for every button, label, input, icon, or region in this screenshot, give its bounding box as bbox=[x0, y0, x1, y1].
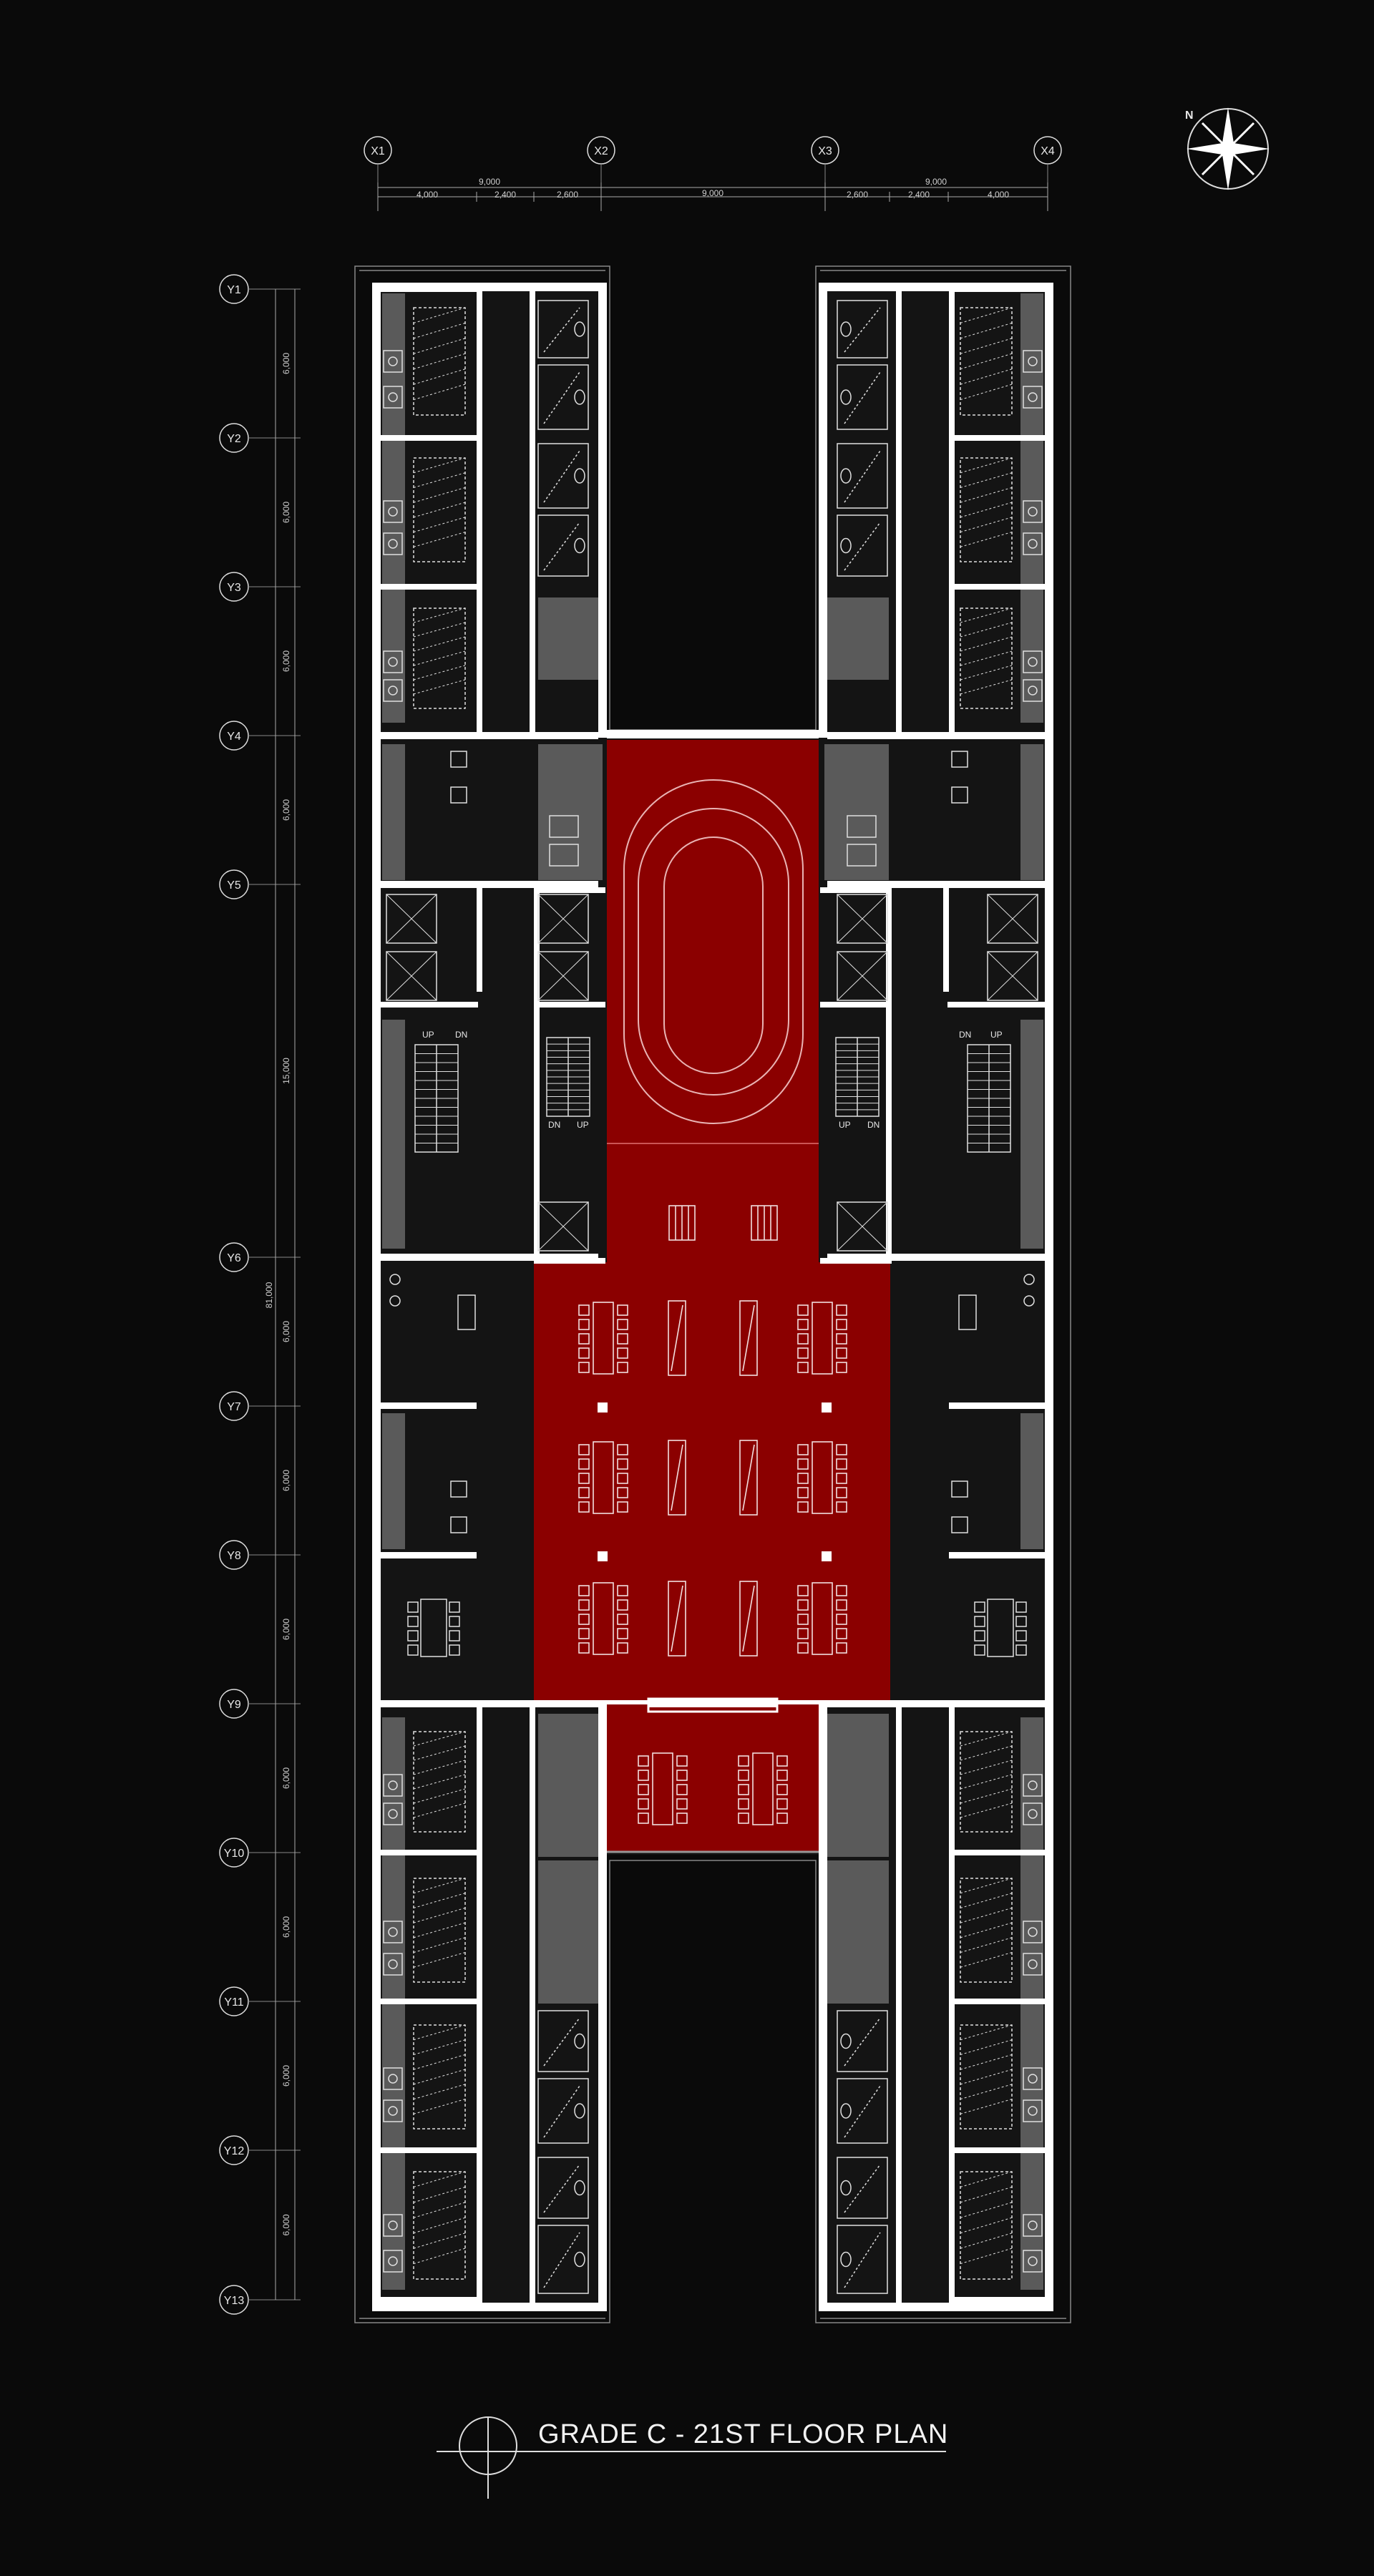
grid-bubble-y5: Y5 bbox=[219, 869, 301, 899]
lower-dining-zone bbox=[607, 1700, 819, 1852]
left-dimension-chain bbox=[275, 289, 296, 2300]
grid-label: Y3 bbox=[227, 582, 241, 594]
running-track bbox=[623, 779, 804, 1124]
dim-left-span: 6,000 bbox=[281, 1916, 291, 1938]
grid-label: Y6 bbox=[227, 1252, 241, 1264]
grid-label: Y11 bbox=[224, 1996, 243, 2009]
grid-bubble-y13: Y13 bbox=[219, 2285, 301, 2315]
stair-labels: UP DN DN UP UP DN DN UP bbox=[422, 1030, 1003, 1130]
lobby-zone bbox=[607, 1143, 819, 1262]
grid-label: X1 bbox=[371, 145, 385, 157]
grid-bubble-y4: Y4 bbox=[219, 721, 301, 751]
north-label: N bbox=[1185, 109, 1194, 122]
dim-left-span: 6,000 bbox=[281, 1619, 291, 1640]
grid-bubble-y12: Y12 bbox=[219, 2135, 301, 2165]
grid-label: Y12 bbox=[224, 2145, 245, 2157]
dim-left-span: 6,000 bbox=[281, 1321, 291, 1342]
stair-dn-label-core-left: DN bbox=[548, 1120, 560, 1130]
stair-up-label-core-left: UP bbox=[577, 1120, 589, 1130]
dim-top-sub-left-2: 2,400 bbox=[494, 190, 516, 200]
grid-axis-x: X1 X2 X3 X4 bbox=[364, 136, 1062, 211]
grid-label: Y9 bbox=[227, 1699, 241, 1711]
dim-left-span: 6,000 bbox=[281, 502, 291, 523]
dim-left-span: 6,000 bbox=[281, 799, 291, 821]
dining-furniture bbox=[578, 1205, 847, 1825]
grid-bubble-y7: Y7 bbox=[219, 1391, 301, 1421]
dim-top-sub-right-2: 2,400 bbox=[908, 190, 930, 200]
stair-up-label-right: UP bbox=[990, 1030, 1003, 1040]
room-fixtures bbox=[383, 300, 1043, 2294]
dim-left-span: 6,000 bbox=[281, 1470, 291, 1491]
stair-dn-label-core-right: DN bbox=[867, 1120, 880, 1130]
dim-top-overall-2: 9,000 bbox=[702, 188, 723, 198]
dim-left-span: 6,000 bbox=[281, 650, 291, 672]
stair-dn-label-right: DN bbox=[959, 1030, 971, 1040]
grid-bubble-x2: X2 bbox=[587, 136, 615, 211]
dim-top-sub-left-3: 2,600 bbox=[557, 190, 578, 200]
north-compass: N bbox=[1185, 107, 1270, 190]
dim-top-sub-left-1: 4,000 bbox=[416, 190, 438, 200]
dim-left-total: 81,000 bbox=[264, 1282, 274, 1308]
top-dimension-chain bbox=[377, 182, 1048, 211]
walls bbox=[372, 283, 1053, 2311]
dim-left-span: 6,000 bbox=[281, 2065, 291, 2087]
grid-label: Y8 bbox=[227, 1550, 241, 1562]
grid-label: Y13 bbox=[224, 2295, 245, 2307]
grid-bubble-y10: Y10 bbox=[219, 1838, 301, 1868]
stair-dn-label-left: DN bbox=[455, 1030, 467, 1040]
grid-label: Y7 bbox=[227, 1401, 241, 1413]
grid-bubble-y9: Y9 bbox=[219, 1689, 301, 1719]
grid-label: Y2 bbox=[227, 433, 241, 445]
grid-label: X2 bbox=[594, 145, 608, 157]
dim-left-span: 6,000 bbox=[281, 2214, 291, 2235]
title-block: GRADE C - 21ST FLOOR PLAN bbox=[437, 2416, 948, 2499]
grid-label: X4 bbox=[1041, 145, 1055, 157]
stair-up-label-left: UP bbox=[422, 1030, 434, 1040]
stair-up-label-core-right: UP bbox=[839, 1120, 851, 1130]
dim-left-span: 15,000 bbox=[281, 1058, 291, 1084]
plan-title: GRADE C - 21ST FLOOR PLAN bbox=[538, 2419, 948, 2449]
grid-label: Y5 bbox=[227, 879, 241, 892]
grid-bubble-y3: Y3 bbox=[219, 572, 301, 602]
dim-top-overall-1: 9,000 bbox=[479, 177, 500, 187]
running-track-zone bbox=[607, 740, 819, 1143]
grid-label: Y10 bbox=[224, 1848, 245, 1860]
dim-top-sub-right-3: 4,000 bbox=[988, 190, 1009, 200]
dim-left-span: 6,000 bbox=[281, 1767, 291, 1789]
grid-bubble-y8: Y8 bbox=[219, 1540, 301, 1570]
grid-label: Y4 bbox=[227, 731, 241, 743]
grid-label: X3 bbox=[818, 145, 832, 157]
grid-bubble-y6: Y6 bbox=[219, 1242, 301, 1272]
grid-bubble-y11: Y11 bbox=[219, 1986, 301, 2016]
dim-top-sub-right-1: 2,600 bbox=[847, 190, 868, 200]
dim-left-span: 6,000 bbox=[281, 353, 291, 374]
grid-label: Y1 bbox=[227, 284, 241, 296]
grid-bubble-y1: Y1 bbox=[219, 274, 301, 304]
grid-bubble-y2: Y2 bbox=[219, 423, 301, 453]
dim-top-overall-3: 9,000 bbox=[925, 177, 947, 187]
left-dimension-labels: 6,000 6,000 6,000 6,000 15,000 6,000 6,000 6,00… bbox=[281, 353, 291, 2236]
